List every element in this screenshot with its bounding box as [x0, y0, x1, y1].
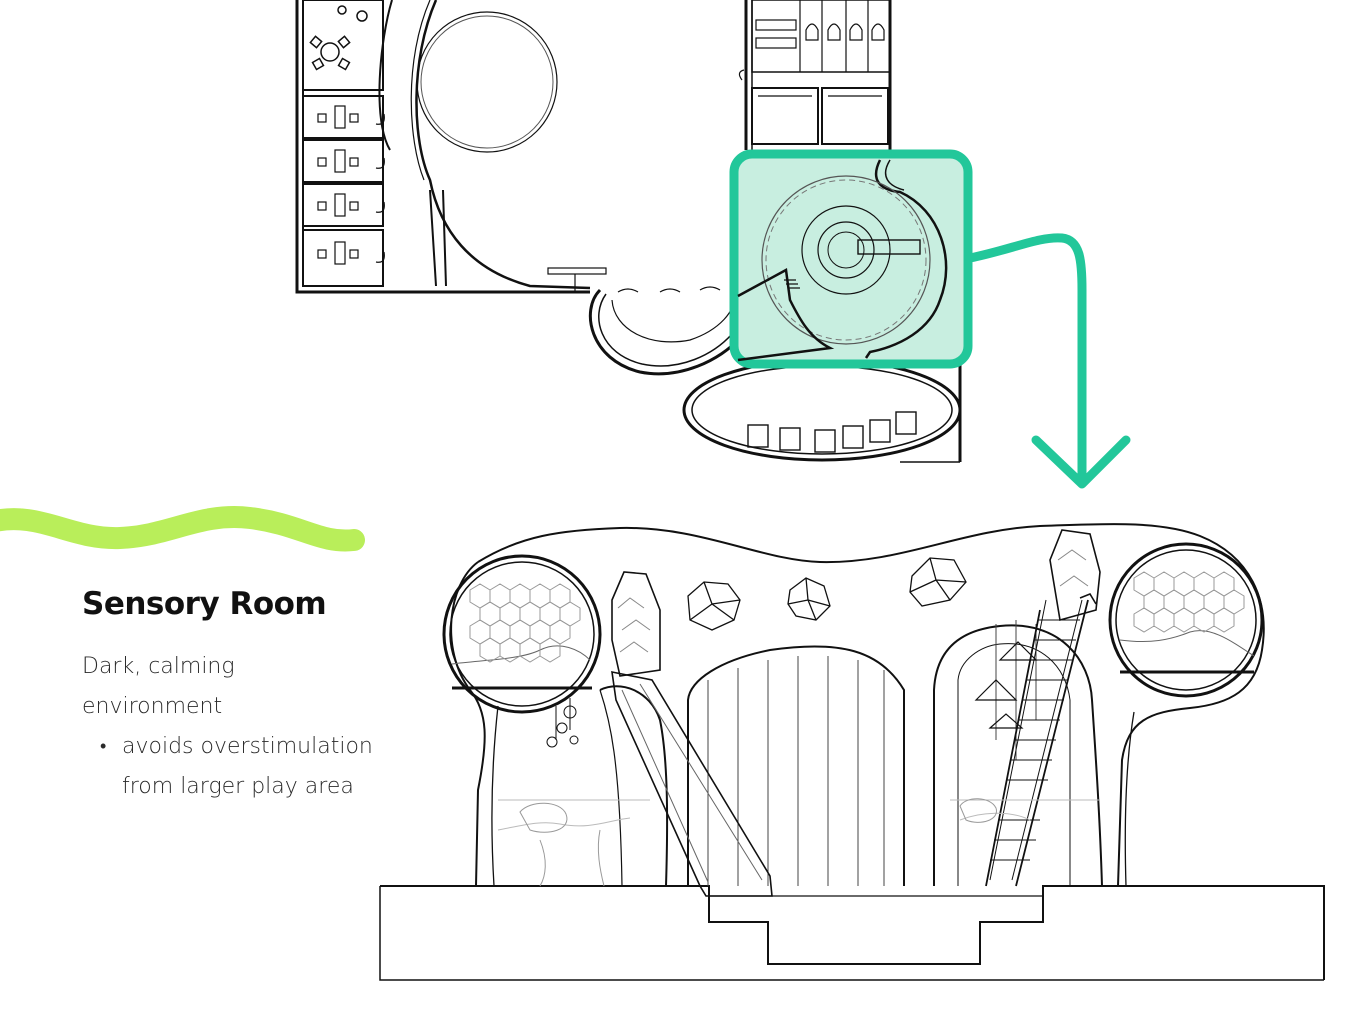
sensory-room-highlight	[729, 149, 973, 369]
feature-list: avoids overstimulation from larger play …	[96, 727, 426, 807]
green-squiggle	[0, 506, 365, 552]
table-chairs	[309, 5, 368, 71]
crystal-shapes	[687, 557, 967, 631]
room-description: Dark, calming environment	[82, 654, 235, 719]
toilet-stalls	[302, 95, 385, 287]
feature-item: avoids overstimulation from larger play …	[96, 727, 426, 807]
hex-pattern-right	[1133, 571, 1245, 633]
sink-row	[755, 0, 885, 72]
section-title: Sensory Room	[82, 586, 327, 622]
hex-pattern-left	[469, 583, 581, 663]
floor-plan	[295, 0, 962, 463]
section-elevation	[379, 523, 1325, 981]
ladder-rungs	[990, 619, 1080, 861]
oval-chairs	[747, 411, 917, 453]
hanging-bubbles	[546, 698, 579, 748]
arrow-down-icon	[965, 233, 1131, 489]
